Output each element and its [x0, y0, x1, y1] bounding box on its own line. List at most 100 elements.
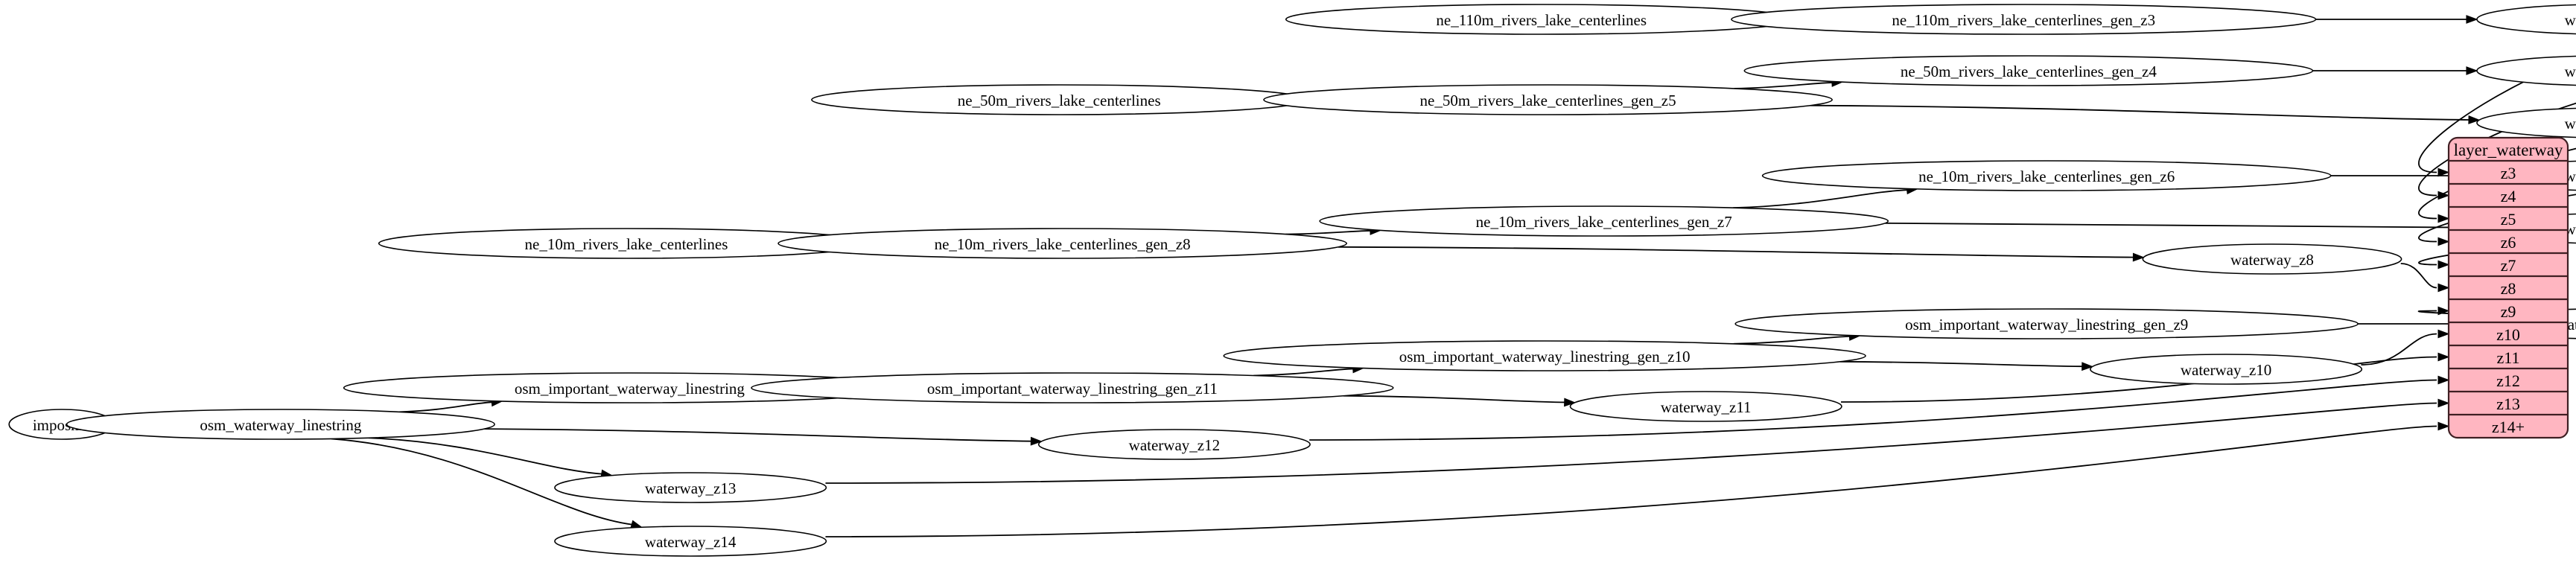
node-label: waterway_z12	[1129, 436, 1220, 454]
node-label: ne_10m_rivers_lake_centerlines_gen_z7	[1476, 213, 1732, 231]
node-waterway_z4[interactable]: waterway_z4	[2476, 55, 2576, 86]
node-ne_10m_rivers_lake_centerlines_gen_z7[interactable]: ne_10m_rivers_lake_centerlines_gen_z7	[1319, 205, 1889, 237]
node-waterway_z13[interactable]: waterway_z13	[554, 472, 827, 503]
node-label: waterway_z13	[645, 479, 736, 497]
node-ne_50m_rivers_lake_centerlines[interactable]: ne_50m_rivers_lake_centerlines	[811, 84, 1308, 115]
node-label: waterway_z10	[2181, 361, 2271, 379]
node-osm_waterway_linestring[interactable]: osm_waterway_linestring	[66, 409, 495, 440]
layer-table-row-z14+[interactable]: z14+	[2492, 418, 2525, 436]
node-label: waterway_z4	[2565, 63, 2576, 80]
layer-table-row-z5[interactable]: z5	[2501, 210, 2516, 229]
edge-arrowhead	[2437, 167, 2450, 177]
edge-osm_important_waterway_linestring_gen_z10-to-osm_important_waterway_linestring_gen_z9	[1733, 335, 1850, 345]
edge-arrowhead	[2082, 362, 2094, 371]
edge-arrowhead	[2468, 115, 2481, 124]
edge-arrowhead	[2437, 214, 2450, 223]
edge-ne_10m_rivers_lake_centerlines_gen_z8-to-waterway_z8	[1338, 246, 2134, 258]
edge-ne_50m_rivers_lake_centerlines_gen_z5-to-waterway_z5	[1810, 104, 2470, 121]
edge-waterway_z4-to-z4	[2418, 102, 2576, 197]
node-ne_50m_rivers_lake_centerlines_gen_z4[interactable]: ne_50m_rivers_lake_centerlines_gen_z4	[1743, 55, 2314, 86]
node-osm_important_waterway_linestring_gen_z11[interactable]: osm_important_waterway_linestring_gen_z1…	[751, 372, 1394, 403]
layer-table-row-z4[interactable]: z4	[2501, 187, 2516, 205]
edge-ne_10m_rivers_lake_centerlines_gen_z7-to-waterway_z7	[1885, 222, 2467, 229]
edge-osm_waterway_linestring-to-waterway_z12	[484, 428, 1031, 442]
layer-table-title: layer_waterway	[2454, 141, 2563, 159]
node-label: osm_important_waterway_linestring_gen_z1…	[927, 380, 1218, 398]
layer-table-row-z8[interactable]: z8	[2501, 279, 2516, 298]
node-label: osm_waterway_linestring	[200, 416, 361, 434]
edge-arrowhead	[2437, 421, 2450, 431]
node-shape	[66, 409, 495, 440]
node-ne_50m_rivers_lake_centerlines_gen_z5[interactable]: ne_50m_rivers_lake_centerlines_gen_z5	[1263, 84, 1833, 115]
node-waterway_z8[interactable]: waterway_z8	[2142, 243, 2402, 275]
node-ne_110m_rivers_lake_centerlines[interactable]: ne_110m_rivers_lake_centerlines	[1285, 4, 1798, 35]
edge-waterway_z10-to-z10	[2361, 333, 2437, 366]
edge-arrowhead	[2132, 252, 2145, 262]
node-shape	[1319, 205, 1889, 237]
layer-table-row-z10[interactable]: z10	[2496, 325, 2520, 344]
node-shape	[1743, 55, 2314, 86]
edge-arrowhead	[2437, 398, 2450, 408]
node-label: waterway_z3	[2565, 11, 2576, 29]
node-osm_important_waterway_linestring_gen_z9[interactable]: osm_important_waterway_linestring_gen_z9	[1734, 308, 2359, 339]
edge-osm_waterway_linestring-to-osm_important_waterway_linestring	[399, 401, 492, 413]
node-label: ne_50m_rivers_lake_centerlines_gen_z5	[1420, 92, 1676, 109]
edge-ne_10m_rivers_lake_centerlines_gen_z7-to-ne_10m_rivers_lake_centerlines_gen_z6	[1733, 189, 1908, 209]
node-label: ne_50m_rivers_lake_centerlines	[958, 92, 1161, 109]
layer-waterway-table[interactable]: layer_waterway z3 z4 z5 z6 z7 z8 z9 z10 z11 z12 z13…	[2447, 136, 2569, 439]
edge-osm_waterway_linestring-to-waterway_z14	[331, 438, 632, 526]
node-ne_10m_rivers_lake_centerlines_gen_z6[interactable]: ne_10m_rivers_lake_centerlines_gen_z6	[1761, 160, 2332, 191]
edge-arrowhead	[2437, 237, 2450, 246]
node-shape	[1037, 429, 1311, 460]
node-waterway_z12[interactable]: waterway_z12	[1037, 429, 1311, 460]
edge-arrowhead	[1030, 436, 1043, 446]
edge-arrowhead	[2437, 260, 2450, 269]
node-label: ne_10m_rivers_lake_centerlines_gen_z6	[1918, 167, 2175, 185]
node-shape	[2476, 55, 2576, 86]
layer-table-row-z6[interactable]: z6	[2501, 233, 2516, 252]
edge-waterway_z12-to-z12	[1309, 379, 2437, 441]
edge-arrowhead	[2437, 329, 2450, 339]
node-waterway_z5[interactable]: waterway_z5	[2476, 107, 2576, 138]
node-ne_10m_rivers_lake_centerlines[interactable]: ne_10m_rivers_lake_centerlines	[378, 228, 875, 259]
node-label: waterway_z8	[2230, 251, 2314, 269]
node-ne_110m_rivers_lake_centerlines_gen_z3[interactable]: ne_110m_rivers_lake_centerlines_gen_z3	[1731, 4, 2317, 35]
node-shape	[777, 228, 1347, 259]
node-osm_important_waterway_linestring_gen_z10[interactable]: osm_important_waterway_linestring_gen_z1…	[1223, 340, 1866, 371]
node-shape	[1734, 308, 2359, 339]
edge-arrowhead	[2437, 352, 2450, 362]
node-shape	[2142, 243, 2402, 275]
node-label: osm_important_waterway_linestring	[515, 380, 745, 398]
node-shape	[1569, 391, 1842, 422]
layer-table-row-z3[interactable]: z3	[2501, 164, 2516, 182]
edge-arrowhead	[2437, 375, 2450, 385]
edge-waterway_z8-to-z8	[2400, 263, 2437, 289]
node-waterway_z3[interactable]: waterway_z3	[2476, 4, 2576, 35]
node-label: ne_10m_rivers_lake_centerlines	[525, 235, 728, 253]
node-label: ne_110m_rivers_lake_centerlines_gen_z3	[1892, 11, 2155, 29]
layer-table-row-z13[interactable]: z13	[2496, 395, 2520, 413]
layer-table-row-z7[interactable]: z7	[2501, 256, 2516, 275]
node-waterway_z11[interactable]: waterway_z11	[1569, 391, 1842, 422]
node-shape	[1761, 160, 2332, 191]
layer-table-body	[2447, 136, 2569, 439]
node-osm_important_waterway_linestring[interactable]: osm_important_waterway_linestring	[343, 372, 916, 403]
edge-ne_50m_rivers_lake_centerlines_gen_z5-to-ne_50m_rivers_lake_centerlines_gen_z4	[1734, 82, 1833, 89]
node-waterway_z14[interactable]: waterway_z14	[554, 526, 827, 557]
layer-table-row-z12[interactable]: z12	[2496, 371, 2520, 390]
edge-osm_important_waterway_linestring_gen_z11-to-osm_important_waterway_linestring_gen_z10	[1253, 368, 1354, 377]
node-label: osm_important_waterway_linestring_gen_z9	[1905, 316, 2188, 334]
edges-layer	[66, 15, 2576, 537]
layer-table-row-z11[interactable]: z11	[2497, 348, 2520, 367]
layer-table-row-z9[interactable]: z9	[2501, 302, 2516, 321]
node-waterway_z10[interactable]: waterway_z10	[2090, 354, 2363, 385]
node-label: waterway_z5	[2565, 115, 2576, 133]
node-shape	[554, 472, 827, 503]
node-label: ne_110m_rivers_lake_centerlines	[1436, 11, 1647, 29]
edge-ne_10m_rivers_lake_centerlines_gen_z8-to-ne_10m_rivers_lake_centerlines_gen_z7	[1285, 230, 1371, 235]
node-shape	[1263, 84, 1833, 115]
node-ne_10m_rivers_lake_centerlines_gen_z8[interactable]: ne_10m_rivers_lake_centerlines_gen_z8	[777, 228, 1347, 259]
edge-waterway_z13-to-z13	[825, 402, 2437, 484]
